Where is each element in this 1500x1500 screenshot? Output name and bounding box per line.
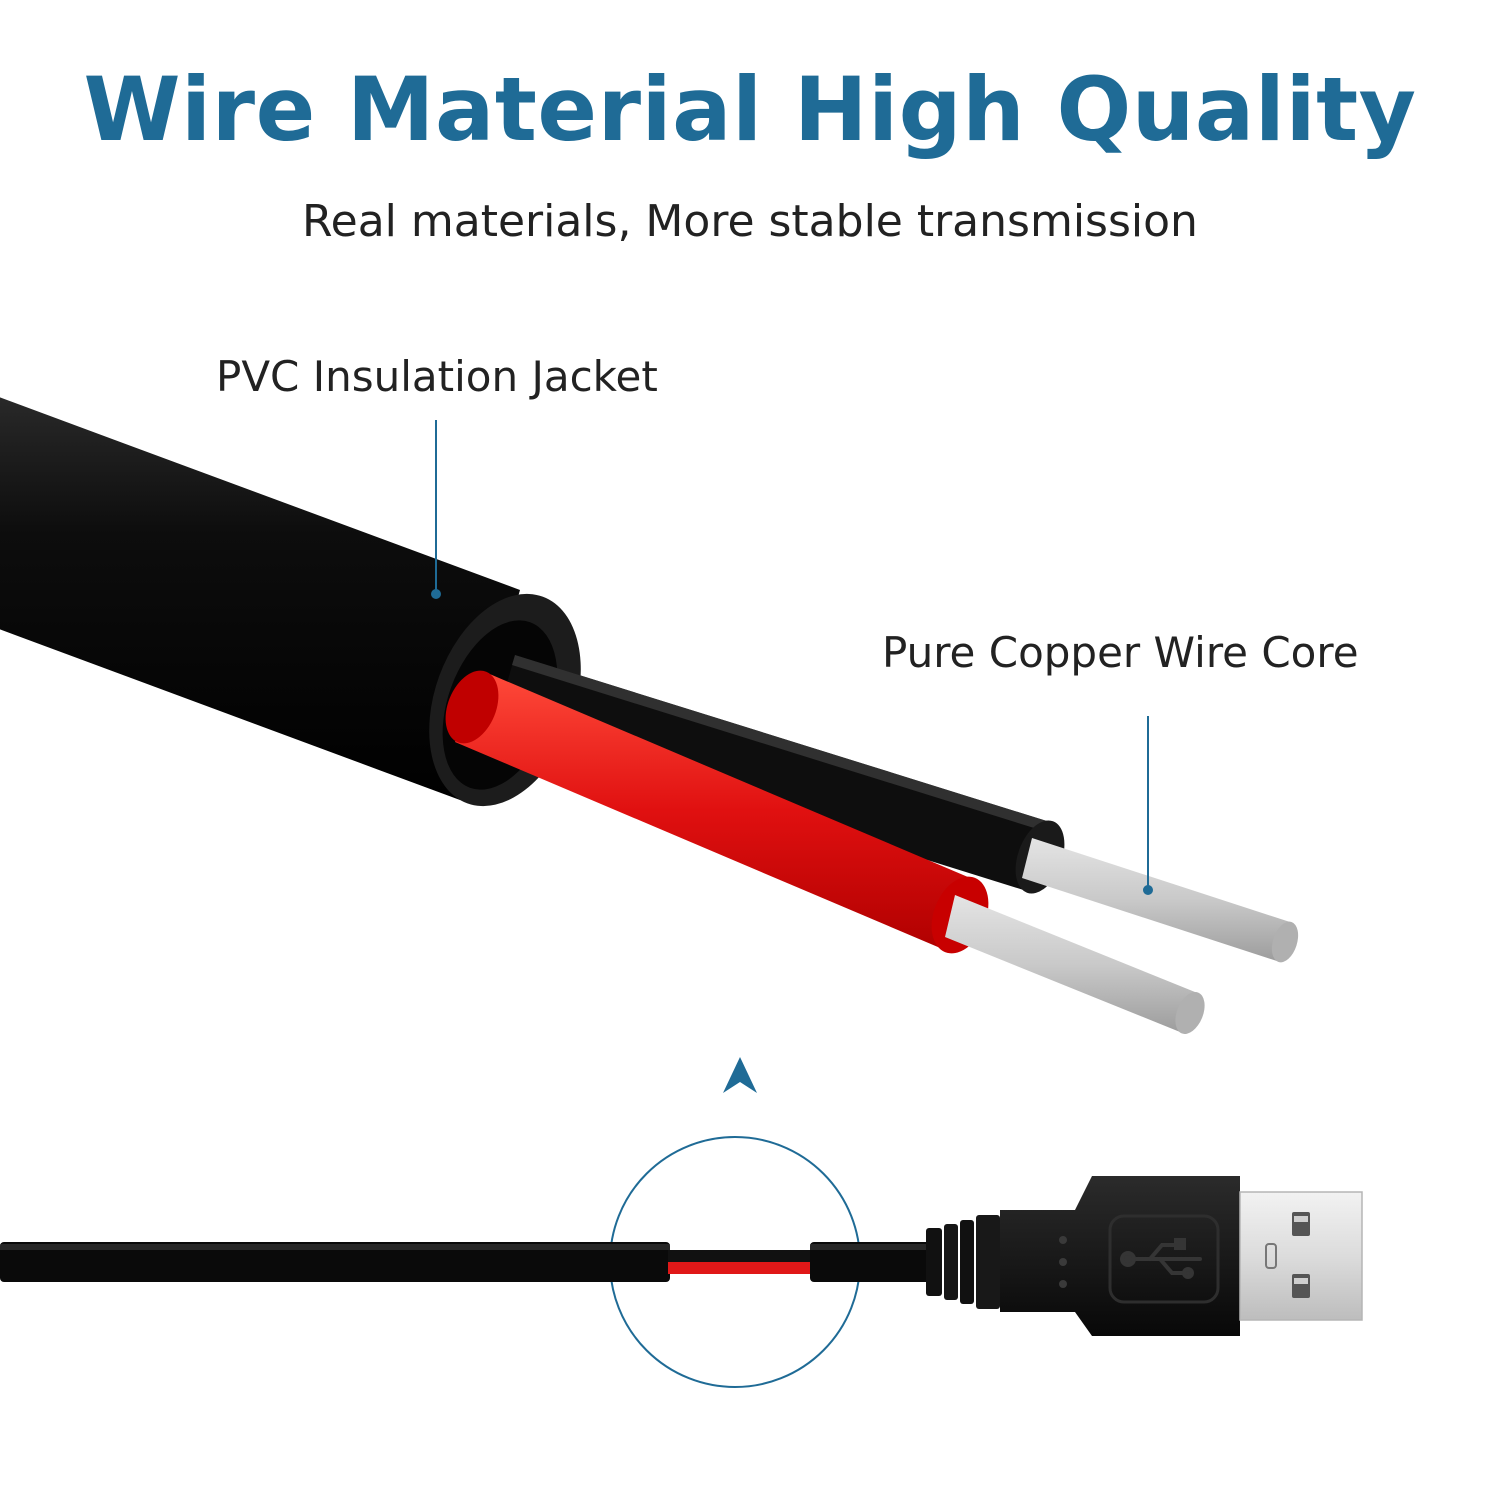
core-callout-label: Pure Copper Wire Core [882, 628, 1359, 677]
page-title: Wire Material High Quality [83, 58, 1417, 161]
usb-logo-panel [1108, 1214, 1220, 1304]
jacket-callout-label: PVC Insulation Jacket [216, 352, 658, 401]
black-inner-wire [495, 655, 1050, 892]
exposed-red-wire [668, 1262, 813, 1274]
jacket-callout-dot [431, 589, 441, 599]
page-subtitle: Real materials, More stable transmission [302, 196, 1198, 247]
copper-core-lower [945, 895, 1195, 1034]
core-callout-dot [1143, 885, 1153, 895]
usb-plug-body [1000, 1176, 1240, 1336]
cable-right-segment [810, 1242, 935, 1282]
outer-jacket [0, 397, 520, 800]
cable-left-segment [0, 1242, 670, 1282]
usb-metal-shell [1239, 1191, 1363, 1321]
copper-core-upper [1022, 838, 1290, 962]
red-inner-wire [455, 672, 975, 950]
usb-trident-icon [1120, 1238, 1202, 1279]
up-arrow-icon [723, 1057, 757, 1093]
exposed-black-wire [668, 1250, 813, 1262]
usb-strain-relief [926, 1215, 1000, 1309]
